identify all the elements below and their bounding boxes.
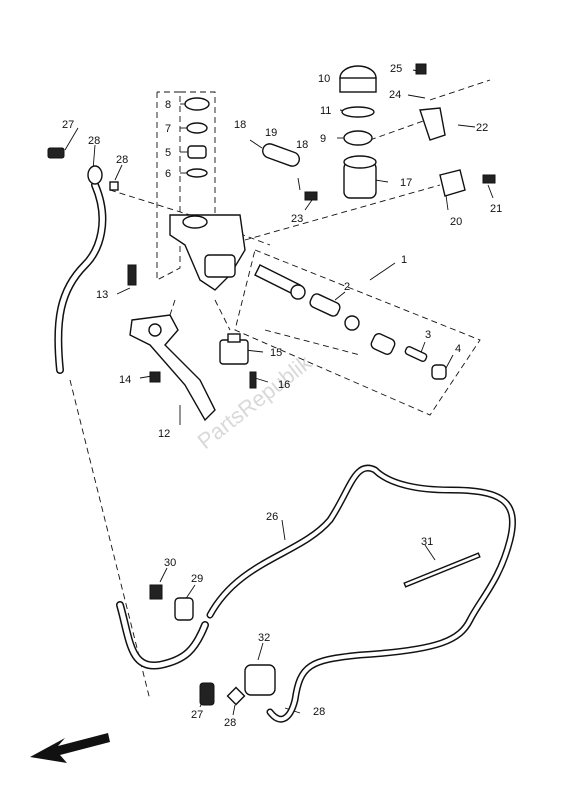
callout-5: 5 <box>165 147 171 159</box>
callout-23: 23 <box>291 213 303 225</box>
callout-15: 15 <box>270 347 282 359</box>
callout-3: 3 <box>425 329 431 341</box>
callout-11: 11 <box>320 105 331 117</box>
callout-29: 29 <box>191 573 203 585</box>
callout-17: 17 <box>400 177 412 189</box>
callout-32: 32 <box>258 632 270 644</box>
exploded-box-outlines <box>156 91 481 416</box>
callout-18a: 18 <box>234 119 246 131</box>
callout-4: 4 <box>455 343 461 355</box>
callout-16: 16 <box>278 379 290 391</box>
master-cylinder-body <box>169 214 246 291</box>
callout-28b: 28 <box>116 154 128 166</box>
callout-13: 13 <box>96 289 108 301</box>
callout-28d: 28 <box>313 706 325 718</box>
callout-22: 22 <box>476 122 488 134</box>
callout-24: 24 <box>389 89 401 101</box>
callout-14: 14 <box>119 374 131 386</box>
callout-labels: 1 2 3 4 5 6 7 8 9 10 11 12 13 14 15 16 1… <box>62 63 502 729</box>
callout-12: 12 <box>158 428 170 440</box>
callout-2: 2 <box>344 281 350 293</box>
callout-9: 9 <box>320 133 326 145</box>
callout-6: 6 <box>165 168 171 180</box>
reservoir-hose <box>262 143 300 167</box>
callout-27a: 27 <box>62 119 74 131</box>
hardware-bolts <box>47 63 496 706</box>
callout-31: 31 <box>421 536 433 548</box>
callout-25: 25 <box>390 63 402 75</box>
clutch-hose <box>54 181 209 670</box>
clutch-lever <box>129 314 216 422</box>
mounting-bracket <box>419 107 466 197</box>
callout-28a: 28 <box>88 135 100 147</box>
clutch-switch <box>219 333 249 365</box>
clutch-cable <box>206 464 516 723</box>
piston-kit <box>254 264 447 380</box>
front-direction-arrow-icon <box>30 733 110 763</box>
callout-20: 20 <box>450 216 462 228</box>
callout-30: 30 <box>164 557 176 569</box>
callout-26: 26 <box>266 511 278 523</box>
callout-10: 10 <box>318 73 330 85</box>
reservoir-parts <box>339 65 377 199</box>
callout-1: 1 <box>401 254 407 266</box>
callout-21: 21 <box>490 203 502 215</box>
callout-7: 7 <box>165 123 171 135</box>
callout-19: 19 <box>265 127 277 139</box>
callout-8: 8 <box>165 99 171 111</box>
reservoir-cap-parts <box>184 97 210 178</box>
callout-28c: 28 <box>224 717 236 729</box>
callout-18b: 18 <box>296 139 308 151</box>
callout-27b: 27 <box>191 709 203 721</box>
